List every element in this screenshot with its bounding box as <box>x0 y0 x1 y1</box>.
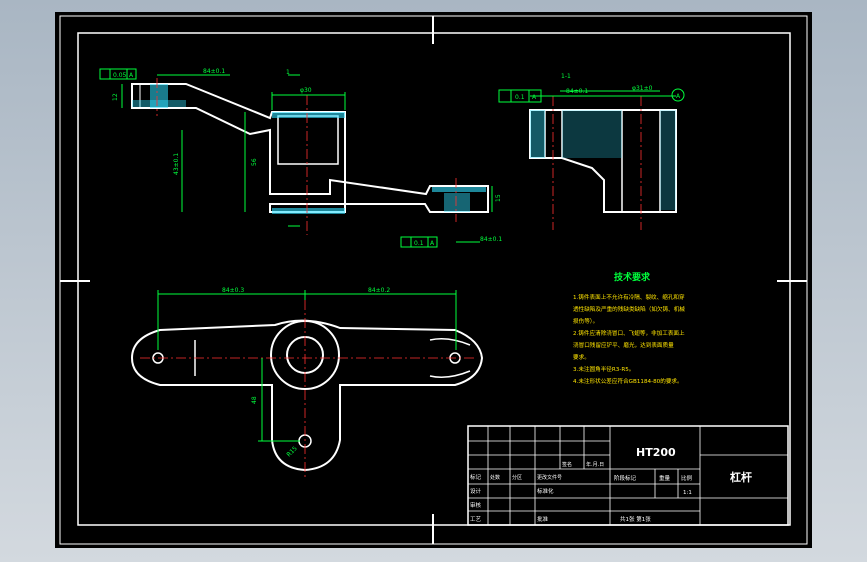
plan-view: 84±0.3 84±0.2 48 R15 <box>130 287 484 478</box>
fcf-top-ref: A <box>129 72 134 79</box>
section-ref-circle: A <box>676 93 681 100</box>
section-dim-b: φ31±0 <box>632 85 653 92</box>
stage-label: 阶段标记 <box>614 474 637 482</box>
section-mark-top: 1 <box>286 69 290 76</box>
row-label-mark: 标记 <box>470 473 482 481</box>
col-label-zone: 分区 <box>512 474 522 481</box>
sheet-count: 共1张 第1张 <box>620 515 651 523</box>
col-label-date: 年.月.日 <box>586 461 604 468</box>
section-dim-a: 84±0.1 <box>566 88 588 95</box>
dim-top-mid: φ30 <box>300 87 312 94</box>
col-label-doc: 更改文件号 <box>537 474 562 481</box>
fcf-top-value: 0.05 <box>113 72 127 79</box>
title-material: HT200 <box>636 446 676 459</box>
drawing-sheet <box>55 12 812 548</box>
tech-req-line-8: 4.未注形状公差应符合GB1184-80的要求。 <box>573 377 683 385</box>
row-label-process: 工艺 <box>470 516 482 523</box>
tech-req-line-6: 要求。 <box>573 353 590 361</box>
fcf-bottom-ref: A <box>430 240 435 247</box>
approve-label: 批准 <box>537 515 549 523</box>
plan-dim-vert: 48 <box>251 396 258 404</box>
section-label: 1-1 <box>561 73 571 80</box>
col-label-sign: 签名 <box>562 461 572 468</box>
tech-req-title: 技术要求 <box>614 271 651 283</box>
tech-req-line-4: 2.铸件应清除浇冒口、飞翅等，非加工表面上 <box>573 329 685 337</box>
ratio-value: 1:1 <box>683 490 692 496</box>
title-block: HT200 杠杆 标记 设计 审核 工艺 处数 分区 更改文件号 签名 年.月.… <box>467 425 789 526</box>
plan-dim-right: 84±0.2 <box>368 287 390 294</box>
fcf-bottom-value: 0.1 <box>414 240 424 247</box>
section-fcf-ref: A <box>532 94 537 101</box>
row-label-design: 设计 <box>470 487 482 495</box>
section-fcf-value: 0.1 <box>515 94 525 101</box>
ratio-label: 比例 <box>681 474 693 482</box>
tech-req-line-2: 透性缺陷及严重的残缺类缺陷（如欠铸、机械 <box>573 305 685 313</box>
tech-req-line-3: 损伤等）。 <box>573 317 598 325</box>
dim-bottom-tol: 84±0.1 <box>480 236 502 243</box>
dim-left-c: 43±0.1 <box>173 153 180 175</box>
tech-req-line-1: 1.铸件表面上不允许有冷隔、裂纹、缩孔和穿 <box>573 293 685 301</box>
dim-left-b: 56 <box>251 158 258 166</box>
section-view: 1-1 0.1 A 84±0.1 φ31±0 A <box>498 73 685 230</box>
row-label-review: 审核 <box>470 501 482 509</box>
plan-dim-left: 84±0.3 <box>222 287 244 294</box>
dim-left-a: 12 <box>112 93 119 101</box>
std-label: 标准化 <box>537 487 554 495</box>
technical-requirements: 技术要求 1.铸件表面上不允许有冷隔、裂纹、缩孔和穿 透性缺陷及严重的残缺类缺陷… <box>573 271 685 385</box>
weight-label: 重量 <box>659 474 671 482</box>
dim-top-tol: 84±0.1 <box>203 68 225 75</box>
front-view: 0.05 A 84±0.1 φ30 1 12 56 43±0.1 15 0.1 … <box>99 68 502 248</box>
center-marks <box>60 16 807 544</box>
col-label-count: 处数 <box>490 474 500 481</box>
title-part-name: 杠杆 <box>730 470 752 484</box>
dim-right-vert: 15 <box>495 194 502 202</box>
tech-req-line-7: 3.未注圆角半径R3-R5。 <box>573 365 634 373</box>
tech-req-line-5: 浇冒口残留应铲平、磨光，达到表面质量 <box>573 341 674 349</box>
